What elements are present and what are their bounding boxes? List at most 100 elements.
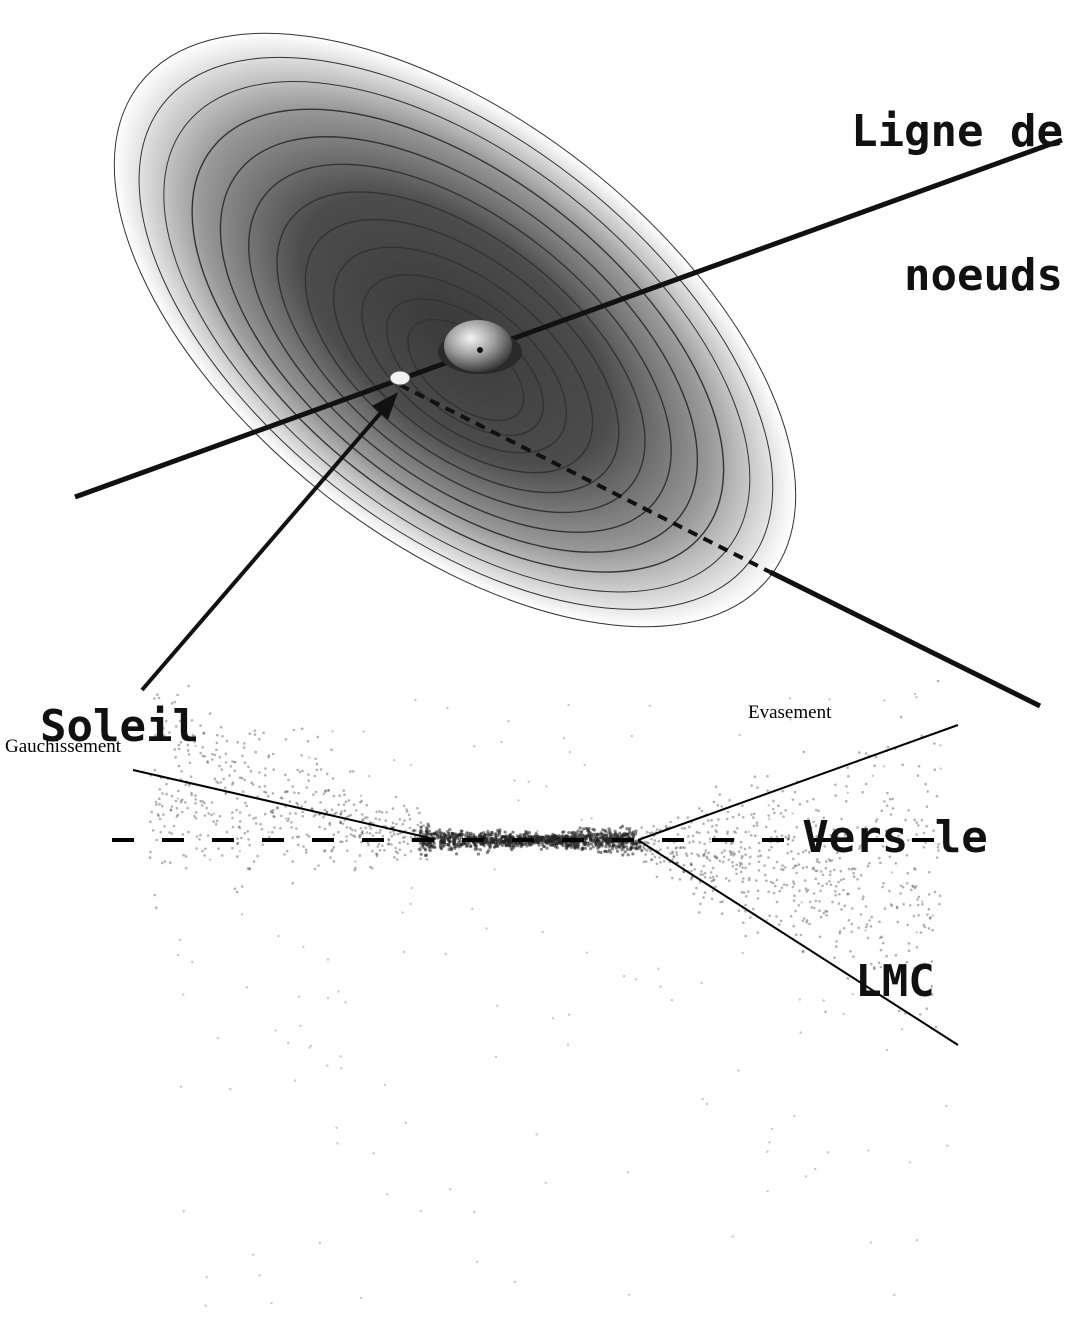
star-dot <box>783 866 787 869</box>
star-dot <box>409 902 412 906</box>
star-dot <box>295 827 298 830</box>
star-dot <box>193 740 196 744</box>
star-dot <box>565 835 570 839</box>
star-dot <box>365 803 369 807</box>
star-dot <box>888 889 891 893</box>
star-dot <box>169 808 173 811</box>
star-dot <box>792 880 795 883</box>
star-dot <box>769 880 773 884</box>
star-dot <box>690 876 694 879</box>
star-dot <box>937 843 940 846</box>
star-dot <box>398 848 402 852</box>
star-dot <box>155 803 158 806</box>
star-dot <box>307 773 310 776</box>
star-dot <box>818 861 821 864</box>
star-dot <box>221 854 224 857</box>
star-dot <box>551 1017 555 1020</box>
star-dot <box>684 852 688 855</box>
star-dot <box>871 774 874 778</box>
star-dot <box>314 813 318 816</box>
star-dot <box>461 841 465 845</box>
star-dot <box>447 847 451 852</box>
star-dot <box>291 836 295 839</box>
star-dot <box>216 781 220 785</box>
star-dot <box>412 828 416 832</box>
star-dot <box>642 844 645 848</box>
star-dot <box>822 816 825 820</box>
star-dot <box>721 900 724 903</box>
star-dot <box>696 853 699 856</box>
star-dot <box>719 900 722 904</box>
star-dot <box>541 930 544 934</box>
star-dot <box>889 813 893 816</box>
star-dot <box>703 842 706 846</box>
star-dot <box>368 774 371 778</box>
node-line-label: Ligne de noeuds <box>851 12 1063 396</box>
star-dot <box>650 837 653 841</box>
star-dot <box>218 815 222 818</box>
star-dot <box>318 825 321 829</box>
star-dot <box>874 755 878 759</box>
star-dot <box>756 889 760 892</box>
star-dot <box>592 828 597 832</box>
star-dot <box>378 818 381 821</box>
star-dot <box>858 847 861 850</box>
star-dot <box>874 820 878 823</box>
star-dot <box>485 927 488 930</box>
star-dot <box>775 900 779 904</box>
star-dot <box>750 834 753 837</box>
star-dot <box>744 895 748 898</box>
star-dot <box>339 812 343 815</box>
star-dot <box>323 849 326 853</box>
star-dot <box>731 864 735 868</box>
star-dot <box>536 829 539 833</box>
star-dot <box>766 775 769 778</box>
star-dot <box>720 851 724 854</box>
star-dot <box>683 827 687 830</box>
star-dot <box>804 1175 808 1178</box>
star-dot <box>427 846 431 849</box>
star-dot <box>930 993 934 996</box>
star-dot <box>500 740 503 744</box>
orbit-ring <box>113 32 797 628</box>
star-dot <box>414 698 417 702</box>
star-dot <box>864 826 867 829</box>
star-dot <box>655 828 659 831</box>
star-dot <box>700 809 704 813</box>
star-dot <box>203 854 206 857</box>
star-dot <box>793 864 797 868</box>
star-dot <box>644 860 648 863</box>
star-dot <box>241 790 245 793</box>
star-dot <box>428 848 432 853</box>
star-dot <box>509 846 513 850</box>
star-dot <box>711 889 715 892</box>
star-dot <box>864 929 867 932</box>
star-dot <box>347 799 351 802</box>
star-dot <box>873 764 876 767</box>
star-dot <box>545 846 549 850</box>
star-dot <box>174 756 177 759</box>
star-dot <box>849 950 852 953</box>
star-dot <box>580 818 583 821</box>
star-dot <box>194 794 197 797</box>
star-dot <box>791 839 795 842</box>
star-dot <box>473 1210 476 1214</box>
star-dot <box>770 845 773 849</box>
star-dot <box>790 850 793 853</box>
star-dot <box>818 909 821 912</box>
star-dot <box>756 786 759 789</box>
star-dot <box>341 840 344 844</box>
star-dot <box>731 861 734 864</box>
star-dot <box>215 748 218 752</box>
star-dot <box>676 816 680 819</box>
star-dot <box>353 835 357 838</box>
star-dot <box>726 830 729 833</box>
star-dot <box>354 860 357 863</box>
star-dot <box>659 848 662 851</box>
star-dot <box>245 804 248 808</box>
star-dot <box>786 838 790 841</box>
star-dot <box>332 833 336 836</box>
star-dot <box>341 822 345 826</box>
star-dot <box>335 1126 338 1130</box>
star-dot <box>577 843 581 847</box>
